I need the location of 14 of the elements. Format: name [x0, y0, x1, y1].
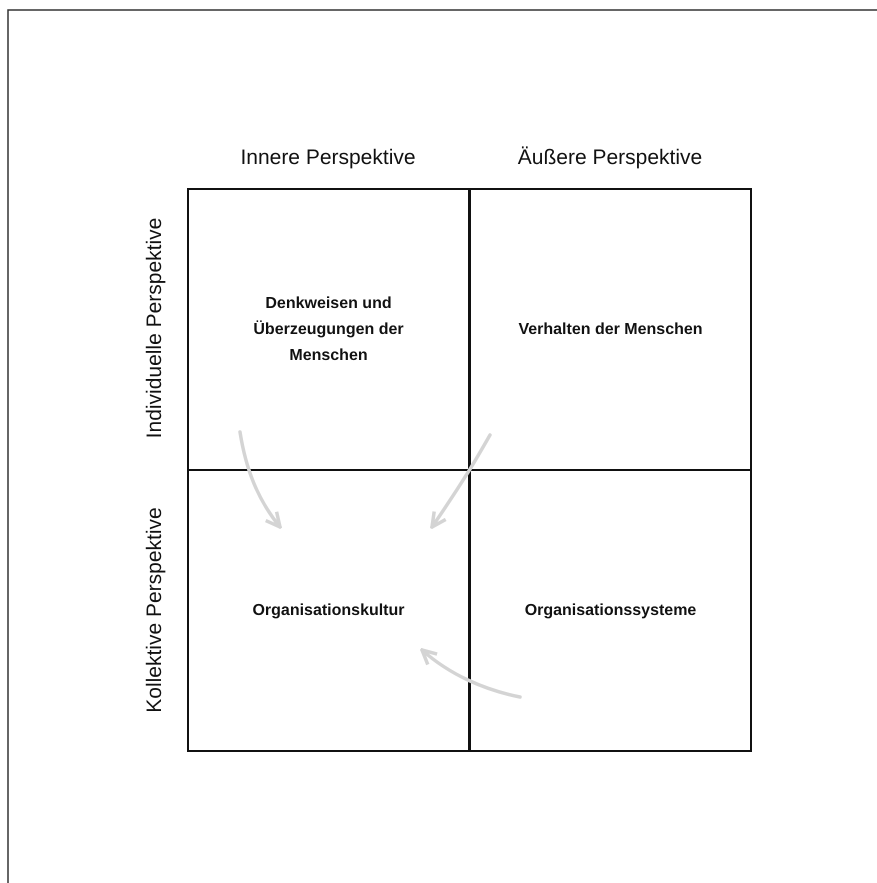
curved-arrow: [420, 648, 522, 699]
column-header: Äußere Perspektive: [518, 146, 702, 170]
row-header: Kollektive Perspektive: [143, 507, 167, 713]
quadrant-cell: [187, 188, 470, 471]
column-header: Innere Perspektive: [240, 146, 416, 170]
curved-arrow: [238, 430, 282, 529]
quadrant-cell: [187, 469, 470, 752]
quadrant-cell: [469, 188, 752, 471]
row-header: Individuelle Perspektive: [143, 218, 167, 438]
quadrant-text: Organisationskultur: [252, 600, 405, 620]
quadrant-text: Organisationssysteme: [524, 600, 696, 620]
quadrant-cell: [469, 469, 752, 752]
quadrant-text: Verhalten der Menschen: [518, 320, 703, 340]
quadrant-text: Denkweisen und Überzeugungen der Menschen: [252, 294, 405, 366]
